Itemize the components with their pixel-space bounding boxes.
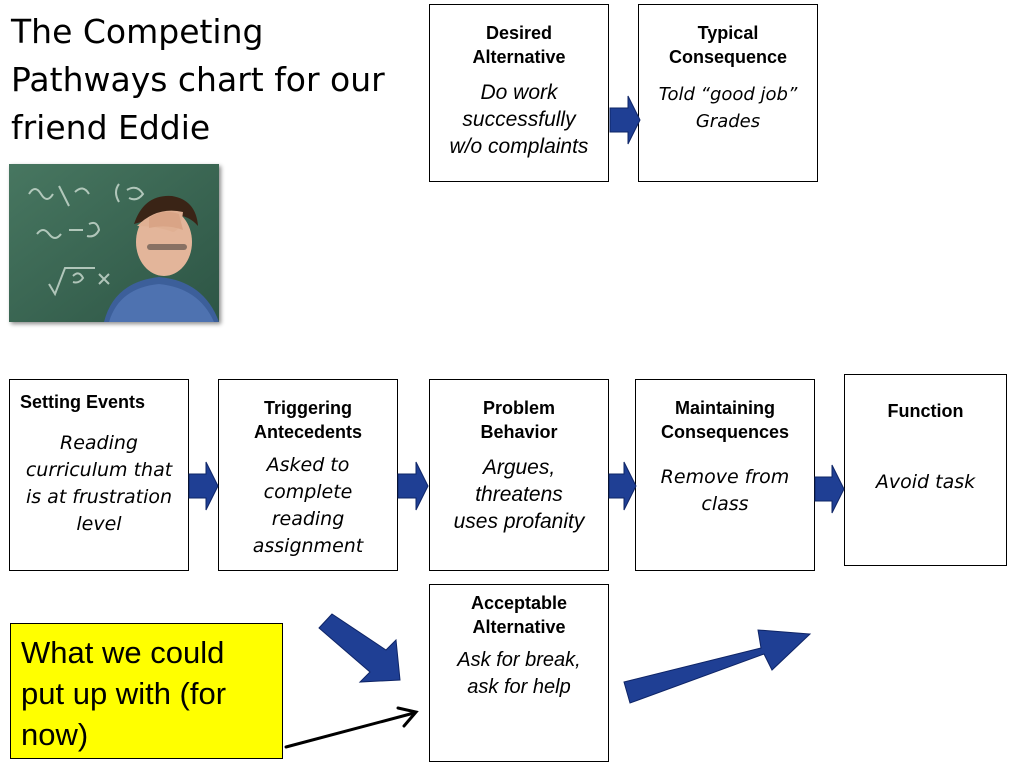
desired-alternative-heading: Desired Alternative: [472, 23, 566, 67]
function-text: Avoid task: [875, 471, 976, 493]
maintaining-consequences-heading: Maintaining Consequences: [660, 398, 790, 442]
triggering-antecedents-text: Asked to complete reading assignment: [252, 454, 364, 557]
maintaining-consequences-box: Maintaining Consequences Remove from cla…: [635, 379, 815, 571]
arrow-trigger-to-problem-icon: [397, 461, 429, 511]
arrow-acceptable-to-function-icon: [623, 629, 812, 704]
triggering-antecedents-box: Triggering Antecedents Asked to complete…: [218, 379, 398, 571]
desired-alternative-text: Do work successfully w/o complaints: [449, 81, 589, 158]
desired-alternative-box: Desired Alternative Do work successfully…: [429, 4, 609, 182]
arrow-down-to-acceptable-icon: [318, 613, 401, 683]
arrow-desired-to-typical-icon: [609, 95, 641, 145]
typical-consequence-heading: Typical Consequence: [668, 23, 788, 67]
maintaining-consequences-text: Remove from class: [660, 466, 790, 515]
student-frustrated-icon: [9, 164, 219, 322]
triggering-antecedents-heading: Triggering Antecedents: [253, 398, 363, 442]
arrow-note-to-acceptable-icon: [284, 706, 419, 749]
function-box: Function Avoid task: [844, 374, 1007, 566]
problem-behavior-heading: Problem Behavior: [480, 398, 558, 442]
problem-behavior-text: Argues, threatens uses profanity: [453, 456, 585, 533]
acceptable-alternative-box: Acceptable Alternative Ask for break, as…: [429, 584, 609, 762]
arrow-problem-to-maintain-icon: [608, 461, 637, 511]
tolerable-behavior-note: What we could put up with (for now): [10, 623, 283, 759]
acceptable-alternative-text: Ask for break, ask for help: [457, 649, 581, 698]
arrow-setting-to-trigger-icon: [188, 461, 219, 511]
setting-events-box: Setting Events Reading curriculum that i…: [9, 379, 189, 571]
page-title: The Competing Pathways chart for our fri…: [11, 12, 385, 147]
problem-behavior-box: Problem Behavior Argues, threatens uses …: [429, 379, 609, 571]
typical-consequence-text: Told “good job” Grades: [658, 84, 798, 132]
typical-consequence-box: Typical Consequence Told “good job” Grad…: [638, 4, 818, 182]
function-heading: Function: [887, 401, 964, 421]
setting-events-heading: Setting Events: [20, 392, 146, 412]
setting-events-text: Reading curriculum that is at frustratio…: [25, 432, 173, 535]
acceptable-alternative-heading: Acceptable Alternative: [470, 593, 568, 637]
student-photo: [9, 164, 219, 322]
arrow-maintain-to-function-icon: [814, 464, 845, 514]
